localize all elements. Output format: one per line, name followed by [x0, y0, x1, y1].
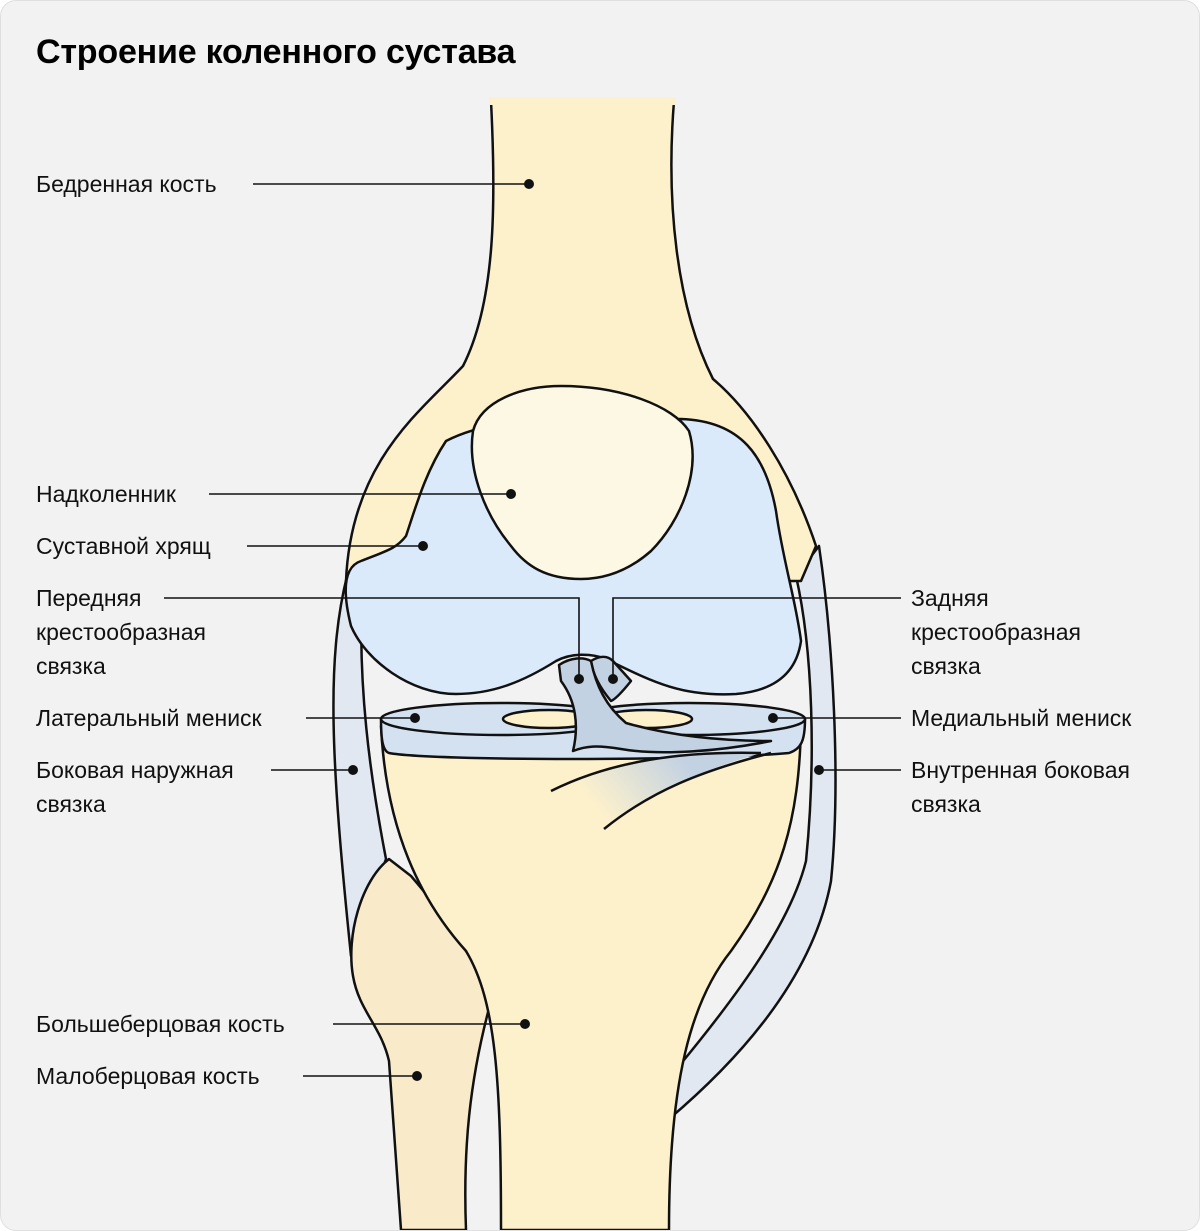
label-medial-collateral-line-1: Внутренная боковая: [911, 757, 1130, 783]
dot-medial-meniscus: [768, 713, 778, 723]
pointer-dots: [348, 179, 824, 1081]
label-pcl-line-1: Задняя: [911, 585, 989, 611]
label-lateral-meniscus-line: Латеральный мениск: [36, 705, 262, 731]
dot-medial-collateral: [814, 765, 824, 775]
label-lateral-meniscus: Латеральный мениск: [36, 701, 262, 735]
femur-top-cut: [489, 97, 676, 105]
leader-line-acl: [164, 597, 580, 679]
label-medial-collateral: Внутренная боковая связка: [911, 753, 1130, 821]
dot-fibula: [412, 1071, 422, 1081]
dot-lateral-meniscus: [410, 713, 420, 723]
dot-acl: [574, 674, 584, 684]
dot-patella: [506, 489, 516, 499]
anterior-cruciate-ligament-shape: [557, 657, 773, 754]
dot-femur: [524, 179, 534, 189]
dot-pcl: [608, 674, 618, 684]
label-medial-meniscus: Медиальный мениск: [911, 701, 1131, 735]
label-medial-meniscus-line: Медиальный мениск: [911, 705, 1132, 731]
label-femur: Бедренная кость: [36, 167, 217, 201]
label-cartilage: Суставной хрящ: [36, 529, 211, 563]
dot-lateral-collateral: [348, 765, 358, 775]
leader-lines: [164, 183, 901, 1077]
ligament-insertion-edge-bottom: [603, 751, 772, 830]
ligament-insertion-edge-top: [550, 751, 762, 793]
leader-line-pcl: [612, 597, 901, 679]
label-pcl-line-3: связка: [911, 653, 981, 679]
patella-shape: [470, 384, 694, 581]
dot-cartilage: [418, 541, 428, 551]
label-medial-collateral-line-2: связка: [911, 791, 981, 817]
label-femur-line: Бедренная кость: [36, 171, 217, 197]
diagram-title: Строение коленного сустава: [36, 33, 516, 71]
label-acl-line-2: крестообразная: [36, 619, 206, 645]
label-lateral-collateral: Боковая наружная связка: [36, 753, 234, 821]
label-pcl-line-2: крестообразная: [911, 619, 1081, 645]
label-pcl: Задняя крестообразная связка: [911, 581, 1081, 683]
label-cartilage-line: Суставной хрящ: [36, 533, 211, 559]
label-acl-line-3: связка: [36, 653, 106, 679]
label-fibula: Малоберцовая кость: [36, 1059, 260, 1093]
label-tibia: Большеберцовая кость: [36, 1007, 285, 1041]
label-acl-line-1: Передняя: [36, 585, 142, 611]
label-lateral-collateral-line-1: Боковая наружная: [36, 757, 234, 783]
label-patella: Надколенник: [36, 477, 176, 511]
label-fibula-line: Малоберцовая кость: [36, 1063, 260, 1089]
label-lateral-collateral-line-2: связка: [36, 791, 106, 817]
label-acl: Передняя крестообразная связка: [36, 581, 206, 683]
tibia-shape: [379, 724, 803, 1230]
dot-tibia: [520, 1019, 530, 1029]
label-patella-line: Надколенник: [36, 481, 176, 507]
label-tibia-line: Большеберцовая кость: [36, 1011, 285, 1037]
